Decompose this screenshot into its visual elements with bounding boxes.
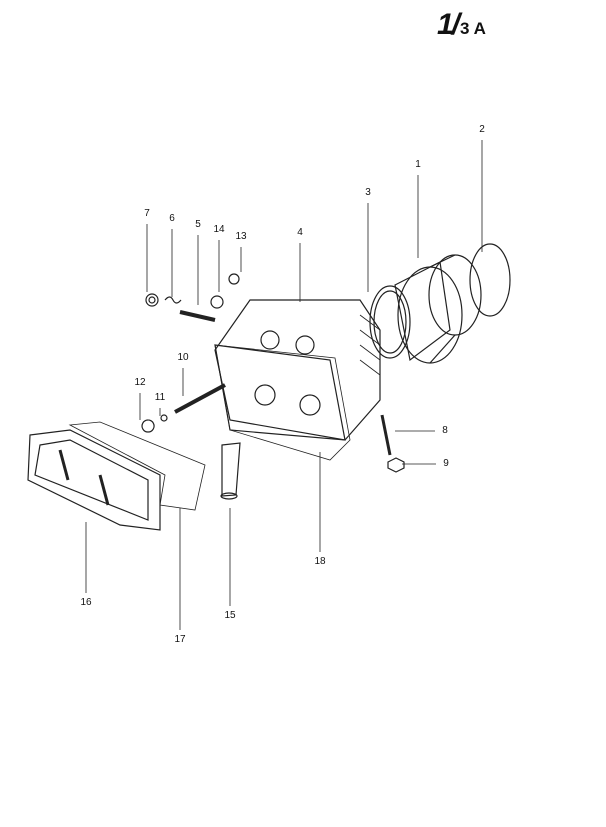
callout-1: 1: [415, 159, 421, 170]
callout-14: 14: [213, 224, 225, 235]
callout-2: 2: [479, 124, 485, 135]
cylinder: [394, 254, 482, 364]
cylinder-seal-ring: [469, 243, 511, 317]
callout-12: 12: [134, 377, 146, 388]
head-seal-ring: [369, 285, 411, 359]
page-code-main: 1/: [437, 8, 460, 41]
valve-cover-gasket: [68, 421, 206, 511]
leader-lines: [85, 140, 483, 630]
pushrod-tube: [220, 442, 241, 500]
head-gasket: [214, 344, 351, 461]
callout-7: 7: [144, 208, 150, 219]
callout-16: 16: [80, 597, 92, 608]
callout-3: 3: [365, 187, 371, 198]
callout-6: 6: [169, 213, 175, 224]
callout-10: 10: [177, 352, 189, 363]
callout-4: 4: [297, 227, 303, 238]
page-code: 1/3 A: [437, 8, 486, 42]
callout-15: 15: [224, 610, 236, 621]
callout-11: 11: [154, 392, 166, 403]
callout-13: 13: [235, 231, 247, 242]
valve-cover: [27, 429, 161, 531]
callout-17: 17: [174, 634, 186, 645]
small-parts: [141, 273, 405, 473]
callout-18: 18: [314, 556, 326, 567]
callout-8: 8: [442, 425, 448, 436]
callout-9: 9: [443, 458, 449, 469]
cylinder-head: [214, 299, 381, 441]
page-code-suffix: 3 A: [460, 19, 486, 38]
callout-5: 5: [195, 219, 201, 230]
